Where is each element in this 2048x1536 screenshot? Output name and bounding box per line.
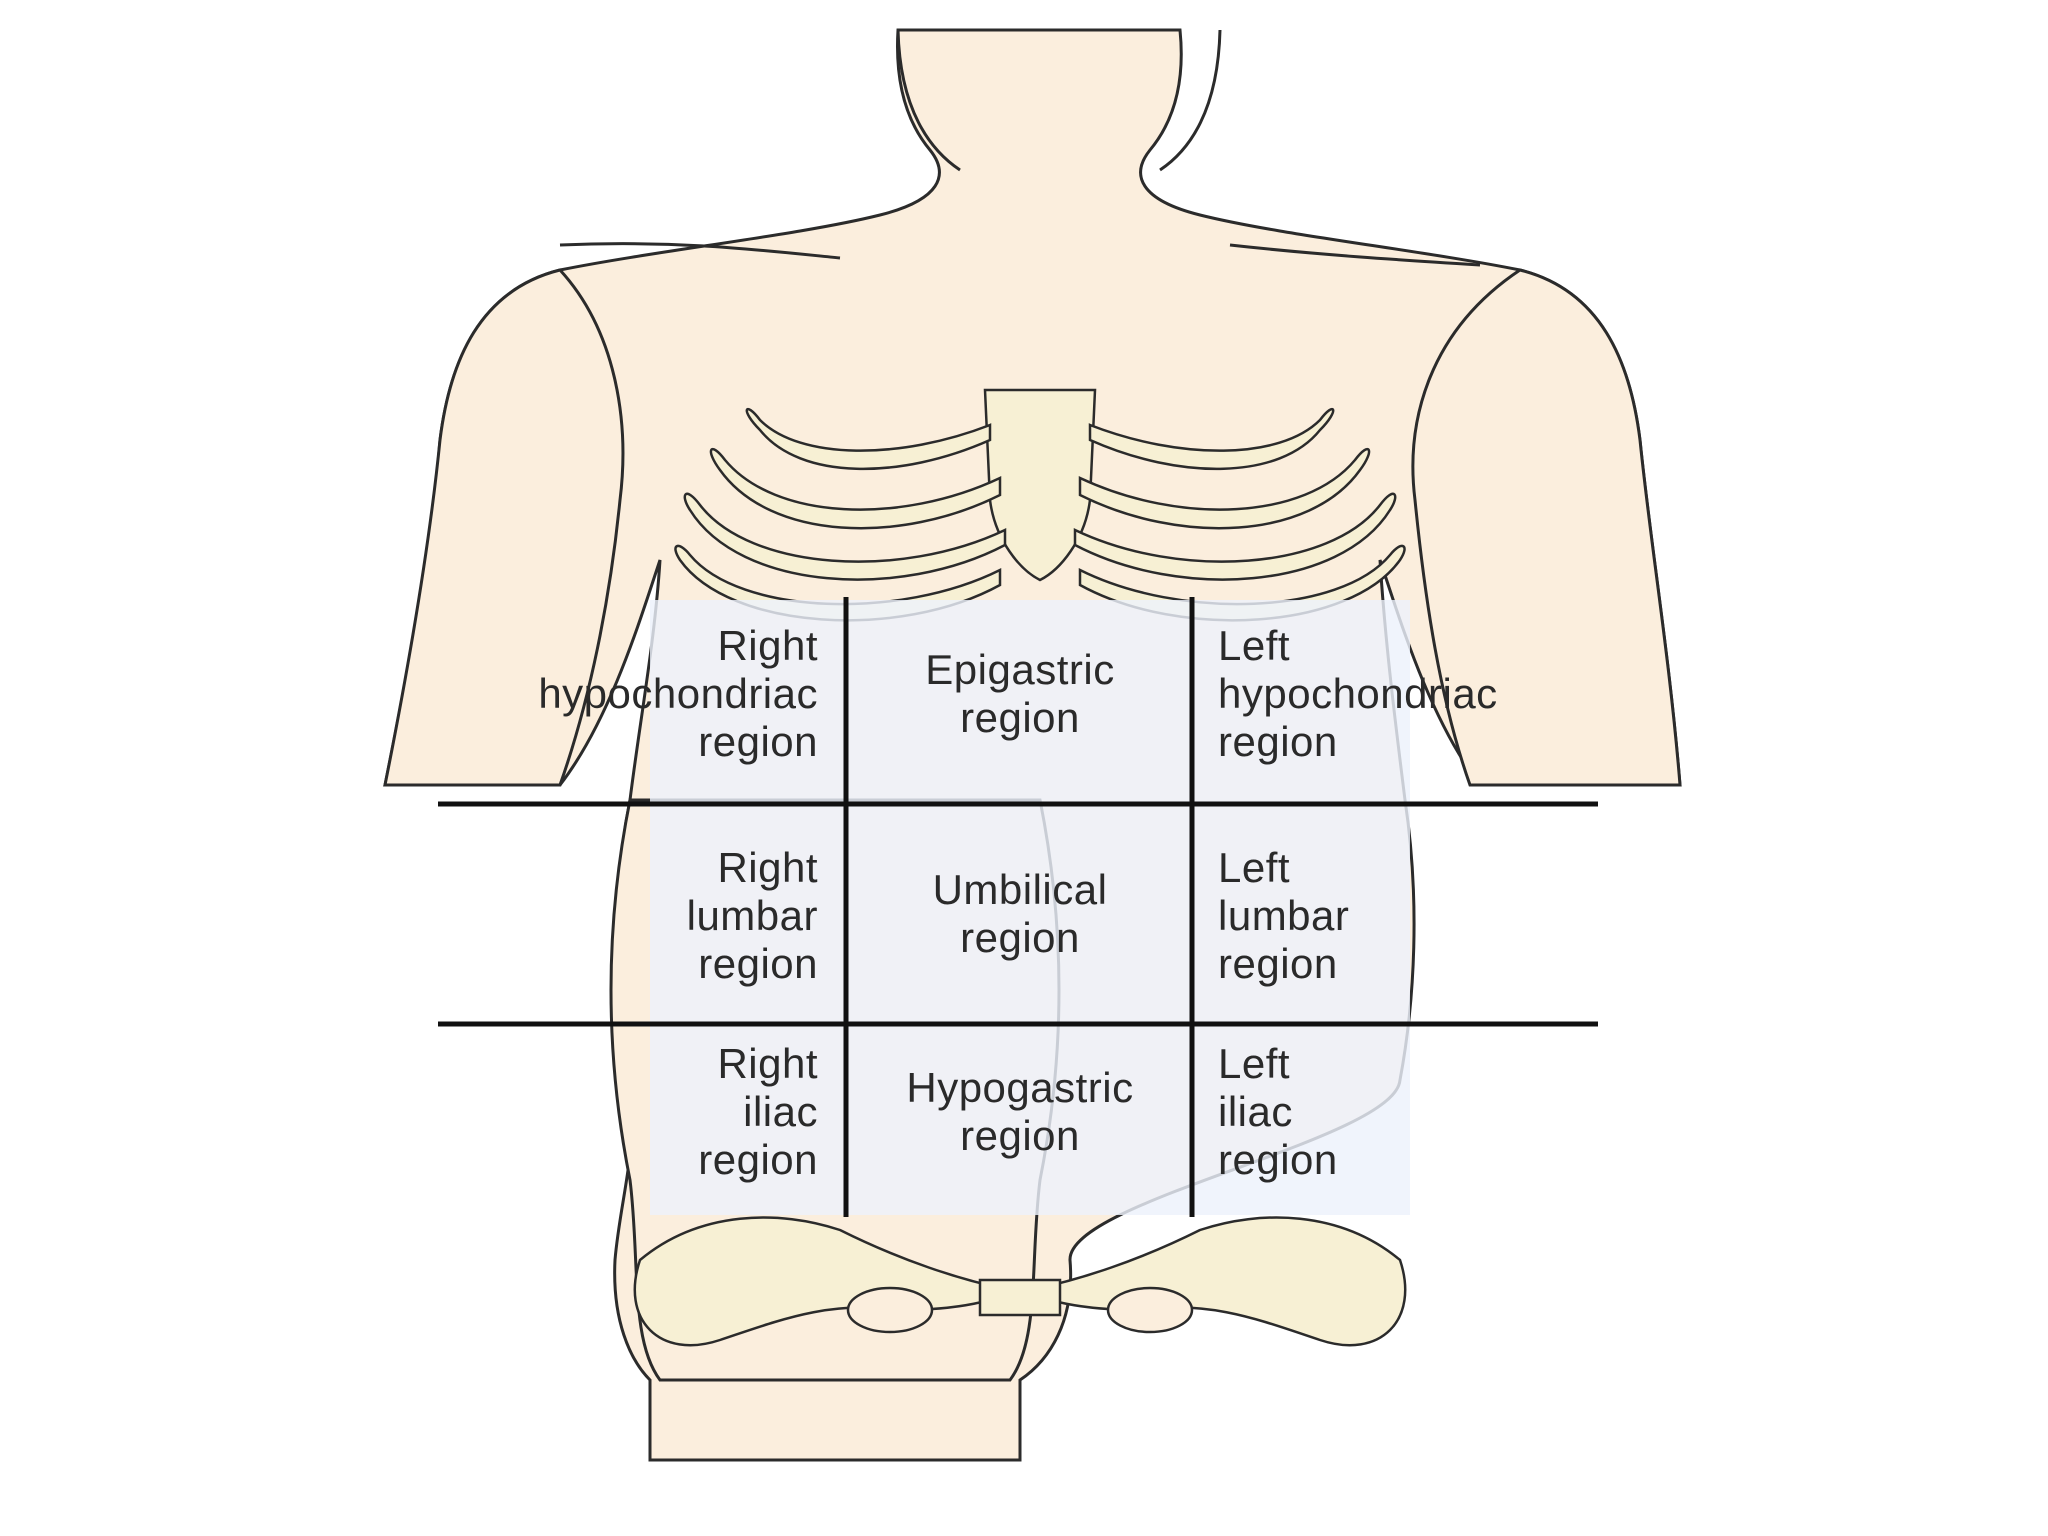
- label-line: region: [960, 914, 1080, 961]
- label-line: iliac: [743, 1088, 818, 1135]
- label-line: lumbar: [1218, 892, 1350, 939]
- shoulder-contour: [559, 242, 1481, 267]
- label-line: region: [698, 1136, 818, 1183]
- right-hypochondriac-label: Right hypochondriac region: [446, 622, 818, 766]
- regions-panel: [650, 600, 1410, 1215]
- left-iliac-label: Left iliac region: [1218, 1040, 1518, 1184]
- right-rib-2: [709, 447, 1002, 530]
- label-line: hypochondriac: [1218, 670, 1498, 717]
- label-line: region: [960, 1112, 1080, 1159]
- label-line: region: [1218, 940, 1338, 987]
- right-obturator: [846, 1286, 934, 1334]
- right-iliac-wing: [633, 1216, 1013, 1347]
- label-line: Epigastric: [925, 646, 1115, 693]
- label-line: region: [960, 694, 1080, 741]
- left-iliac-wing: [1027, 1216, 1407, 1347]
- umbilical-label: Umbilical region: [860, 866, 1180, 962]
- right-lumbar-label: Right lumbar region: [560, 844, 818, 988]
- right-arm-outline: [383, 268, 625, 787]
- label-line: Right: [717, 622, 818, 669]
- epigastric-label: Epigastric region: [860, 646, 1180, 742]
- label-line: Left: [1218, 1040, 1291, 1087]
- label-line: iliac: [1218, 1088, 1293, 1135]
- left-rib-2: [1078, 447, 1371, 530]
- right-iliac-label: Right iliac region: [560, 1040, 818, 1184]
- label-line: Umbilical: [932, 866, 1108, 913]
- label-line: Right: [717, 1040, 818, 1087]
- pubic-symphysis: [978, 1278, 1062, 1317]
- right-rib-3: [683, 492, 1007, 581]
- left-rib-1: [1088, 408, 1335, 471]
- sternum: [983, 388, 1097, 582]
- left-hypochondriac-label: Left hypochondriac region: [1218, 622, 1638, 766]
- label-line: hypochondriac: [538, 670, 818, 717]
- label-line: region: [1218, 718, 1338, 765]
- label-line: region: [698, 940, 818, 987]
- neck-outline: [896, 29, 1222, 172]
- label-line: region: [1218, 1136, 1338, 1183]
- label-line: Right: [717, 844, 818, 891]
- left-lumbar-label: Left lumbar region: [1218, 844, 1518, 988]
- left-obturator: [1106, 1286, 1194, 1334]
- pelvis: [633, 1216, 1407, 1347]
- label-line: Hypogastric: [906, 1064, 1134, 1111]
- label-line: Left: [1218, 844, 1291, 891]
- hypogastric-label: Hypogastric region: [860, 1064, 1180, 1160]
- label-line: lumbar: [686, 892, 818, 939]
- right-rib-1: [745, 408, 992, 471]
- label-line: region: [698, 718, 818, 765]
- left-rib-3: [1073, 492, 1397, 581]
- left-arm-outline: [1411, 268, 1682, 787]
- label-line: Left: [1218, 622, 1291, 669]
- region-dividers: [438, 597, 1598, 1217]
